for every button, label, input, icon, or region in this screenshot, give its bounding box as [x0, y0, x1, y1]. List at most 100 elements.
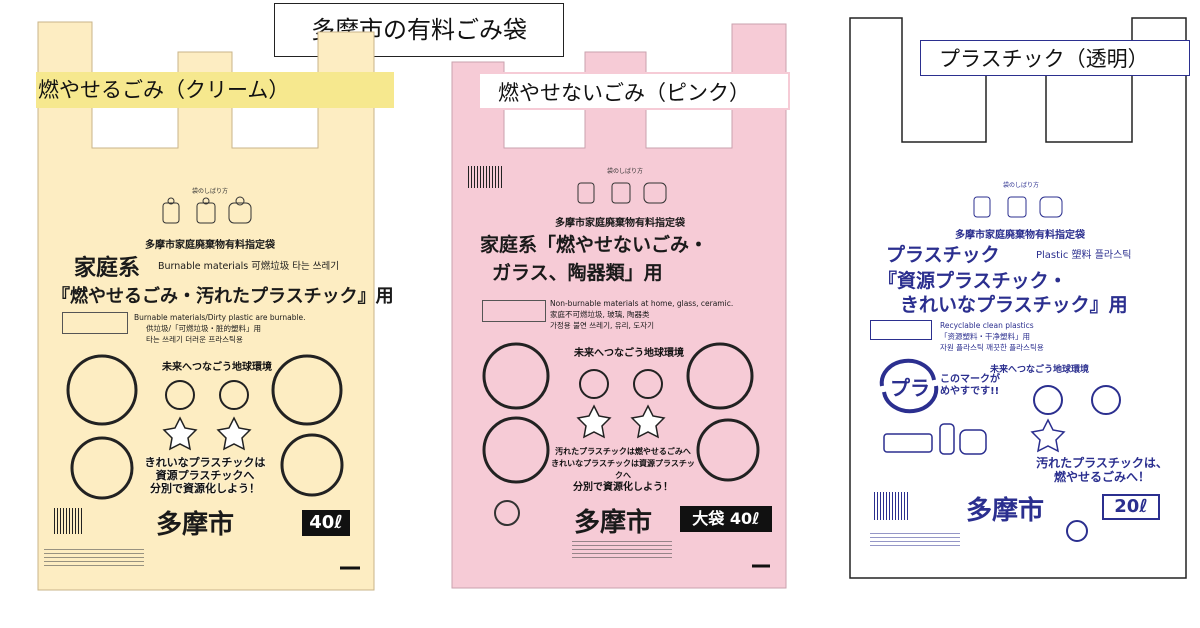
- plastic-items-icon: [883, 423, 987, 455]
- tie-title: 袋のしばり方: [606, 168, 643, 175]
- bottom-message-line: きれいなプラスチックは: [144, 456, 266, 469]
- sub-line: 家庭不可燃垃圾, 玻璃, 陶器类: [550, 310, 650, 319]
- star-icon: [162, 416, 198, 451]
- mark-message-line: めやすです!!: [940, 386, 1000, 397]
- sub-line: 자원 플라스틱 깨끗한 플라스틱용: [940, 343, 1044, 352]
- tie-diagram-icon: [973, 196, 1063, 218]
- child-girl-icon: [1091, 385, 1121, 415]
- size-badge: 40ℓ: [302, 510, 350, 536]
- designation-text: 多摩市家庭廃棄物有料指定袋: [145, 240, 275, 251]
- tie-instructions: 袋のしばり方: [570, 166, 680, 208]
- heading-usage-2: ガラス、陶器類」用: [492, 262, 663, 284]
- fine-print: [870, 530, 960, 546]
- arc-text: 未来へつなごう地球環境: [990, 363, 1089, 375]
- sub-line: 가정용 불연 쓰레기, 유리, 도자기: [550, 321, 655, 330]
- bottle-bubble: [280, 433, 344, 497]
- bag-burnable-shape: [37, 21, 375, 591]
- bottom-message-line: 汚れたプラスチックは、: [1036, 456, 1168, 470]
- bulb-bubble: [696, 418, 760, 482]
- star-icon: [1030, 418, 1066, 453]
- bag-body: [37, 21, 375, 591]
- eco-mark-icon: [1066, 520, 1088, 542]
- food-waste-bubble: [66, 354, 138, 426]
- child-boy-icon: [579, 369, 609, 399]
- heading-usage: 『資源プラスチック・: [878, 270, 1068, 292]
- arc-text: 未来へつなごう地球環境: [161, 360, 272, 373]
- bag-non-burnable: 燃やせないごみ（ピンク） 袋のしばり方 多摩市家庭廃棄物有料指定袋 家庭系「燃や…: [440, 0, 800, 628]
- sub-line: Recyclable clean plastics: [940, 321, 1034, 330]
- bag-plastic: プラスチック（透明） 袋のしばり方 多摩市家庭廃棄物有料指定袋 プラスチック P…: [840, 0, 1200, 628]
- designation-text: 多摩市家庭廃棄物有料指定袋: [555, 218, 685, 229]
- tie-instructions: 袋のしばり方: [155, 186, 265, 228]
- child-boy-icon: [1033, 385, 1063, 415]
- illustration: 未来へつなごう地球環境: [990, 363, 1121, 453]
- address-box: [62, 312, 128, 334]
- barcode-icon: [874, 492, 908, 520]
- mark-message: このマークが めやすです!!: [940, 374, 1000, 398]
- illustration: 未来へつなごう地球環境: [66, 354, 344, 500]
- city-name: 多摩市: [966, 496, 1045, 526]
- illustration: 未来へつなごう地球環境: [482, 342, 760, 484]
- arc-text: 未来へつなごう地球環境: [573, 346, 684, 359]
- mark-message-line: このマークが: [940, 374, 1000, 385]
- containers-bubble: [271, 354, 343, 426]
- bag-non-burnable-shape: [451, 23, 787, 589]
- sub-line: 타는 쓰레기 더러운 프라스틱용: [146, 335, 243, 344]
- sub-line: Burnable materials/Dirty plastic are bur…: [134, 313, 306, 322]
- star-icon-2: [216, 416, 252, 451]
- tie-instructions: 袋のしばり方: [966, 180, 1076, 222]
- heading-household: 家庭系: [74, 256, 141, 281]
- bag-body: [451, 23, 787, 589]
- bottom-message-line: 分別で資源化しよう！: [150, 482, 260, 495]
- child-boy-icon: [165, 380, 195, 410]
- category-label: 燃やせないごみ（ピンク）: [478, 72, 790, 110]
- size-badge: 20ℓ: [1102, 494, 1160, 520]
- star-icon-2: [630, 404, 666, 439]
- address-box: [870, 320, 932, 340]
- tie-diagram-icon: [162, 196, 252, 224]
- bag-body: [849, 17, 1187, 579]
- heading-usage: 『燃やせるごみ・汚れたプラスチック』用: [52, 286, 394, 307]
- sub-line: 供垃圾/「可燃垃圾・脏的塑料」用: [146, 324, 262, 333]
- barcode-icon: [468, 166, 502, 188]
- city-name: 多摩市: [574, 508, 653, 538]
- address-box: [482, 300, 546, 322]
- bottom-message: きれいなプラスチックは 資源プラスチックへ 分別で資源化しよう！: [130, 456, 280, 495]
- fine-print: [44, 548, 144, 566]
- heading-usage-2: きれいなプラスチック』用: [900, 294, 1128, 316]
- bag-burnable: 燃やせるごみ（クリーム） 袋のしばり方 多摩市家庭廃棄物有料指定袋 家庭系 Bu…: [0, 0, 400, 628]
- glass-bubble: [482, 416, 550, 484]
- bottom-message: 汚れたプラスチックは燃やせるごみへ きれいなプラスチックは資源プラスチックへ 分…: [548, 446, 698, 494]
- category-label: 燃やせるごみ（クリーム）: [36, 72, 394, 108]
- star-icon: [576, 404, 612, 439]
- heading-multilang: Plastic 塑料 플라스틱: [1036, 250, 1132, 261]
- bottom-message-line: 燃やせるごみへ！: [1053, 470, 1150, 484]
- bottom-message: 汚れたプラスチックは、 燃やせるごみへ！: [1032, 456, 1172, 484]
- barcode-icon: [54, 508, 82, 534]
- heading-multilang: Burnable materials 可燃垃圾 타는 쓰레기: [158, 261, 340, 272]
- bottom-message-line: 汚れたプラスチックは燃やせるごみへ: [555, 447, 691, 456]
- designation-text: 多摩市家庭廃棄物有料指定袋: [955, 230, 1085, 241]
- sub-lines: Recyclable clean plastics 「资源塑料・干净塑料」用 자…: [940, 320, 1160, 353]
- heading-plastic: プラスチック: [886, 244, 1000, 266]
- tie-title: 袋のしばり方: [1002, 182, 1039, 189]
- child-girl-icon: [219, 380, 249, 410]
- sub-lines: Non-burnable materials at home, glass, c…: [550, 298, 780, 331]
- bag-plastic-shape: [849, 17, 1187, 579]
- sub-lines: Burnable materials/Dirty plastic are bur…: [134, 312, 354, 345]
- category-label: プラスチック（透明）: [920, 40, 1190, 76]
- city-name: 多摩市: [156, 510, 235, 540]
- tie-title: 袋のしばり方: [191, 188, 228, 195]
- pla-mark-icon: プラ: [890, 376, 930, 400]
- lightbulb-bubble: [482, 342, 550, 410]
- scissors-bubble: [686, 342, 754, 410]
- bottom-message-line: 分別で資源化しよう！: [573, 482, 673, 493]
- sub-line: 「资源塑料・干净塑料」用: [940, 332, 1030, 341]
- fine-print: [572, 540, 672, 558]
- tie-diagram-icon: [577, 182, 667, 204]
- bottom-message-line: 資源プラスチックへ: [155, 469, 255, 482]
- sub-line: Non-burnable materials at home, glass, c…: [550, 299, 734, 308]
- eco-mark-icon: [494, 500, 520, 526]
- heading-usage: 家庭系「燃やせないごみ・: [480, 234, 709, 256]
- papers-bubble: [70, 436, 134, 500]
